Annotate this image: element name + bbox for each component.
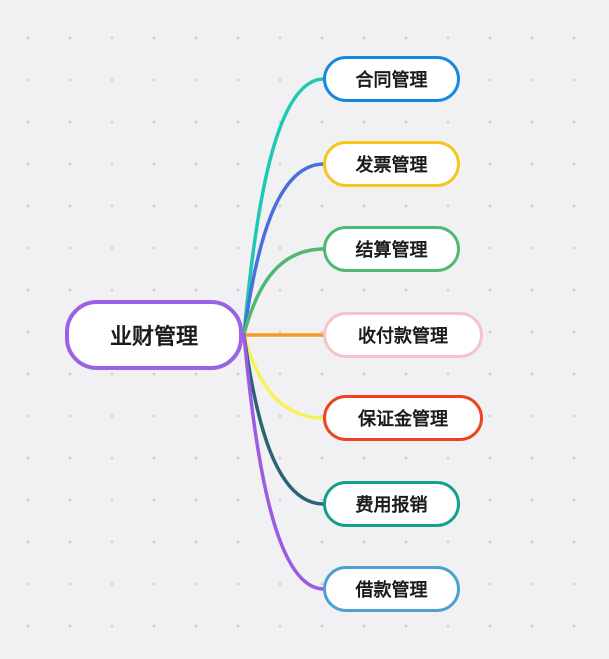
mindmap-node-root[interactable]: 业财管理 — [65, 300, 243, 370]
connector-invoice — [242, 162, 326, 336]
mindmap-node-invoice[interactable]: 发票管理 — [323, 141, 460, 187]
connector-loan — [242, 333, 326, 591]
node-label: 结算管理 — [355, 240, 428, 260]
mindmap-node-expense[interactable]: 费用报销 — [323, 481, 460, 527]
node-label: 保证金管理 — [358, 409, 448, 429]
mindmap-node-deposit[interactable]: 保证金管理 — [323, 395, 483, 441]
connector-deposit — [242, 333, 326, 420]
mindmap-node-payment[interactable]: 收付款管理 — [323, 312, 483, 358]
node-label: 借款管理 — [355, 580, 428, 600]
mindmap-node-loan[interactable]: 借款管理 — [323, 566, 460, 612]
connector-settlement — [242, 247, 326, 336]
connector-contract — [242, 77, 326, 336]
mindmap-node-settlement[interactable]: 结算管理 — [323, 226, 460, 272]
node-label: 收付款管理 — [358, 326, 448, 346]
connector-expense — [242, 333, 326, 506]
node-label: 费用报销 — [355, 495, 428, 515]
node-label: 发票管理 — [355, 155, 428, 175]
node-label: 业财管理 — [109, 324, 198, 349]
mindmap-node-contract[interactable]: 合同管理 — [323, 56, 460, 102]
node-label: 合同管理 — [355, 70, 428, 90]
